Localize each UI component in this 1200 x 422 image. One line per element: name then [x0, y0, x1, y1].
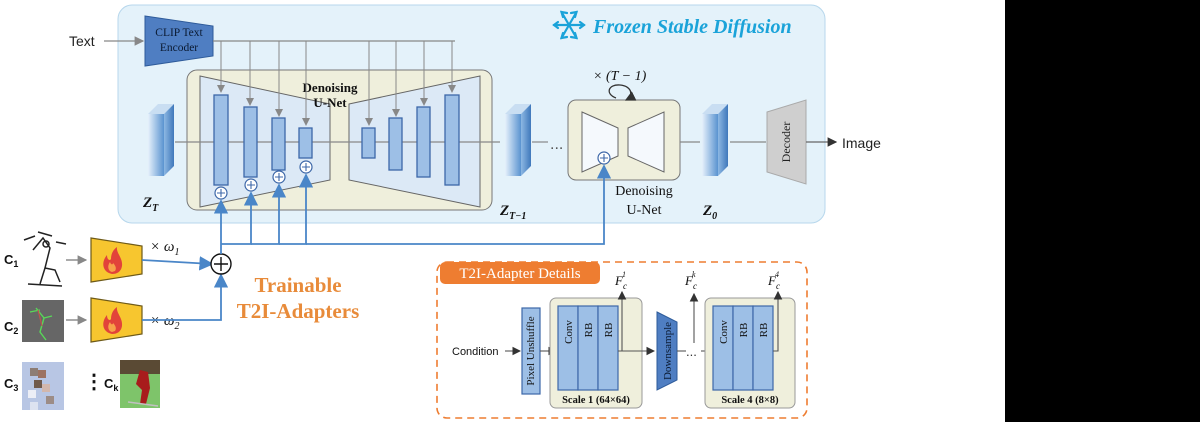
scale1-rb-block-1	[577, 305, 599, 391]
details-ellipsis: ...	[686, 344, 697, 359]
scale1-conv-block	[557, 305, 579, 391]
latent-z0	[702, 104, 728, 176]
condition-ck-label: Ck	[104, 376, 119, 393]
scale4-rb-label-2: RB	[758, 323, 770, 338]
latent-z0-label: Z0	[702, 203, 717, 222]
decoder-block-4	[444, 94, 460, 186]
clip-encoder-line2: Encoder	[160, 42, 198, 54]
unet-small-label-line2: U-Net	[627, 203, 662, 218]
scale4-conv-block	[712, 305, 734, 391]
adapter-details-title: T2I-Adapter Details	[459, 266, 580, 282]
output-image-label: Image	[842, 135, 881, 151]
scale1-label: Scale 1 (64×64)	[562, 395, 630, 406]
loop-icon	[608, 84, 637, 101]
snowflake-icon	[552, 10, 586, 40]
feature-f1-label: Fc1	[614, 270, 627, 291]
latent-zT	[148, 104, 174, 176]
details-condition-label: Condition	[452, 346, 498, 358]
text-input-label: Text	[69, 33, 95, 49]
decoder-block-1	[361, 127, 376, 159]
latent-zT-label: ZT	[142, 195, 159, 214]
trainable-label-line2: T2I-Adapters	[237, 299, 360, 323]
scale1-rb-label-1: RB	[583, 323, 595, 338]
encoder-block-1	[213, 94, 229, 186]
feature-fk-label: Fck	[684, 270, 697, 291]
adapter-details-title-bg	[440, 262, 600, 284]
clip-encoder-line1: CLIP Text	[155, 27, 203, 39]
decoder-block-2	[388, 117, 403, 171]
condition-vertical-dots: ⋮	[84, 371, 104, 393]
condition-segmentation-k	[120, 360, 160, 408]
flow-ellipsis: ...	[550, 136, 563, 153]
pixel-unshuffle-label: Pixel Unshuffle	[525, 316, 537, 385]
weight-w2-label: × ω2	[150, 313, 179, 332]
condition-sketch-1	[23, 231, 67, 287]
unet-main-label-line2: U-Net	[313, 95, 347, 110]
unet-main-label-line1: Denoising	[303, 80, 358, 95]
condition-color-grid	[22, 362, 64, 410]
scale4-rb-label-1: RB	[738, 323, 750, 338]
decoder-block	[766, 99, 807, 185]
decoder-label: Decoder	[779, 122, 793, 163]
downsample-label: Downsample	[662, 322, 674, 380]
scale4-label: Scale 4 (8×8)	[721, 395, 779, 406]
latent-zT-minus-1-label: ZT−1	[499, 203, 526, 222]
trainable-label-line1: Trainable	[254, 273, 341, 297]
frozen-title: Frozen Stable Diffusion	[592, 16, 792, 38]
repeat-label: × (T − 1)	[593, 69, 647, 84]
downsample-block	[656, 311, 678, 391]
clip-text-encoder	[144, 15, 214, 67]
scale1-rb-block-2	[597, 305, 619, 391]
latent-zT-minus-1	[505, 104, 531, 176]
encoder-block-2	[243, 106, 258, 178]
encoder-block-3	[271, 117, 286, 171]
fire-icon	[103, 247, 123, 274]
condition-c1-label: C1	[4, 252, 18, 269]
feature-f4-label: Fc4	[767, 270, 780, 291]
encoder-block-4	[298, 127, 313, 159]
scale4-rb-block-2	[752, 305, 774, 391]
scale4-conv-label: Conv	[718, 320, 730, 344]
decoder-block-3	[416, 106, 431, 178]
scale1-conv-label: Conv	[563, 320, 575, 344]
right-black-margin	[1005, 0, 1200, 422]
condition-c2-label: C2	[4, 319, 18, 336]
scale4-rb-block-1	[732, 305, 754, 391]
weight-w1-label: × ω1	[150, 239, 179, 258]
fire-icon	[103, 307, 123, 334]
unet-small-label-line1: Denoising	[615, 184, 673, 199]
condition-c3-label: C3	[4, 376, 18, 393]
scale1-rb-label-2: RB	[603, 323, 615, 338]
condition-sketch-2	[22, 300, 64, 342]
